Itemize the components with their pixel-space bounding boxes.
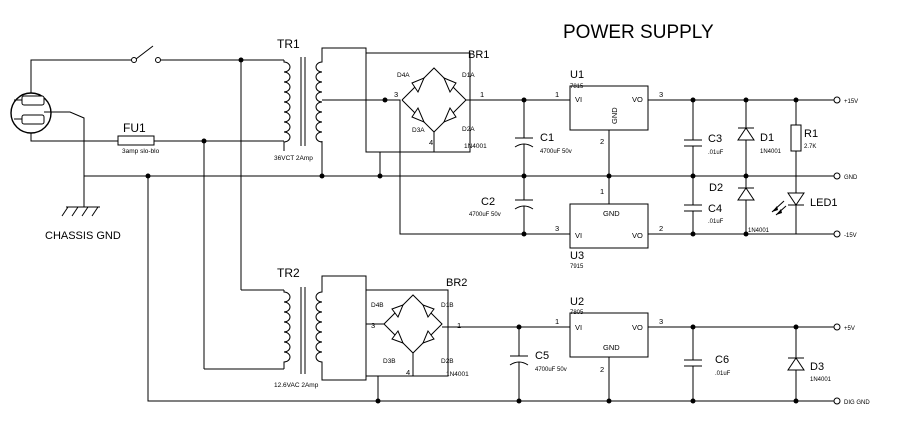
u2-part: 7805: [570, 310, 584, 316]
u3-pin-out: 2: [659, 224, 663, 233]
u3-gnd: GND: [603, 209, 620, 218]
br1-d3a: D3A: [412, 127, 425, 134]
ac-plug-symbol: [10, 92, 52, 134]
u3-vo: VO: [632, 231, 643, 240]
output-minus15-label: -15V: [844, 233, 857, 239]
u3-part: 7915: [570, 264, 584, 270]
u2-pin-gnd: 2: [600, 365, 604, 374]
u3-pin-gnd: 1: [600, 187, 604, 196]
u1-pin-gnd: 2: [600, 137, 604, 146]
u3-vi: VI: [575, 231, 582, 240]
c2-ref: C2: [481, 196, 495, 208]
d1-part: 1N4001: [760, 149, 782, 155]
u1-ref: U1: [570, 69, 584, 81]
output-plus5-label: +5V: [844, 326, 855, 332]
br1-pin1: 1: [480, 90, 484, 99]
regulator-u3: [569, 203, 649, 249]
output-dig-gnd-label: DIG GND: [844, 400, 870, 406]
regulator-u1: [569, 85, 649, 131]
br2-pin1: 1: [457, 321, 461, 330]
c4-ref: C4: [708, 203, 722, 215]
c6-ref: C6: [715, 354, 729, 366]
u3-pin-in: 3: [555, 224, 559, 233]
resistor-r1: [790, 124, 802, 152]
u3-ref: U3: [570, 250, 584, 262]
regulator-u2: [569, 312, 649, 358]
chassis-ground-symbol: [61, 206, 100, 217]
fuse-symbol: [117, 135, 155, 146]
u2-pin-out: 3: [659, 317, 663, 326]
r1-value: 2.7K: [804, 144, 816, 150]
br2-ref: BR2: [446, 277, 467, 289]
c5-ref: C5: [535, 350, 549, 362]
c1-value: 4700uF 50v: [540, 149, 572, 155]
output-terminal-plus5: [833, 323, 841, 331]
bridge-rectifier-br1-symbol: [365, 52, 471, 153]
fuse-ref: FU1: [123, 121, 146, 135]
tr2-rating: 12.6VAC 2Amp: [274, 382, 319, 389]
output-gnd-label: GND: [844, 175, 858, 181]
br1-d1a: D1A: [462, 72, 475, 79]
br1-d4a: D4A: [397, 72, 410, 79]
br2-d1b: D1B: [441, 302, 454, 309]
u1-vo: VO: [632, 95, 643, 104]
u2-pin-in: 1: [555, 317, 559, 326]
c5-value: 4700uF 50v: [535, 367, 567, 373]
c6-value: .01uF: [715, 371, 731, 377]
chassis-gnd-label: CHASSIS GND: [45, 230, 121, 242]
schematic-title: POWER SUPPLY: [563, 22, 714, 43]
output-terminal-dig-gnd: [833, 397, 841, 405]
u2-gnd: GND: [603, 343, 620, 352]
bridge-rectifier-br2-symbol: [365, 289, 449, 377]
br1-pin4: 4: [429, 138, 433, 147]
transformer-tr1-symbol: [283, 57, 323, 151]
br1-pin3: 3: [394, 90, 398, 99]
u2-ref: U2: [570, 296, 584, 308]
c1-ref: C1: [540, 132, 554, 144]
transformer-tr2-symbol: [283, 287, 323, 374]
br2-pin4: 4: [406, 368, 410, 377]
output-plus15-label: +15V: [844, 99, 858, 105]
d2-part: 1N4001: [748, 228, 770, 234]
r1-ref: R1: [804, 128, 818, 140]
c3-value: .01uF: [708, 150, 724, 156]
output-terminal-plus15: [833, 96, 841, 104]
fuse-value: 3amp slo-blo: [122, 148, 160, 155]
u1-pin-out: 3: [659, 90, 663, 99]
tr2-ref: TR2: [277, 266, 300, 280]
output-terminal-gnd: [833, 172, 841, 180]
u1-vi: VI: [575, 95, 582, 104]
br2-d4b: D4B: [371, 302, 384, 309]
d3-ref: D3: [810, 361, 824, 373]
d1-ref: D1: [760, 132, 774, 144]
c3-ref: C3: [708, 133, 722, 145]
br1-part: 1N4001: [464, 143, 487, 150]
led1-ref: LED1: [810, 197, 838, 209]
u1-pin-in: 1: [555, 90, 559, 99]
br2-d2b: D2B: [441, 358, 454, 365]
d3-part: 1N4001: [810, 377, 832, 383]
power-switch-symbol: [131, 45, 161, 63]
u1-part: 7815: [570, 84, 584, 90]
tr1-rating: 36VCT 2Amp: [274, 155, 313, 162]
u2-vi: VI: [575, 323, 582, 332]
br2-pin3: 3: [371, 321, 375, 330]
u1-gnd: GND: [610, 107, 619, 124]
u2-vo: VO: [632, 323, 643, 332]
output-terminal-minus15: [833, 230, 841, 238]
c2-value: 4700uF 50v: [469, 212, 501, 218]
tr1-ref: TR1: [277, 37, 300, 51]
br1-ref: BR1: [468, 49, 489, 61]
br1-d2a: D2A: [462, 126, 475, 133]
d2-ref: D2: [709, 182, 723, 194]
c4-value: .01uF: [708, 219, 724, 225]
br2-d3b: D3B: [383, 358, 396, 365]
br2-part: 1N4001: [446, 371, 469, 378]
